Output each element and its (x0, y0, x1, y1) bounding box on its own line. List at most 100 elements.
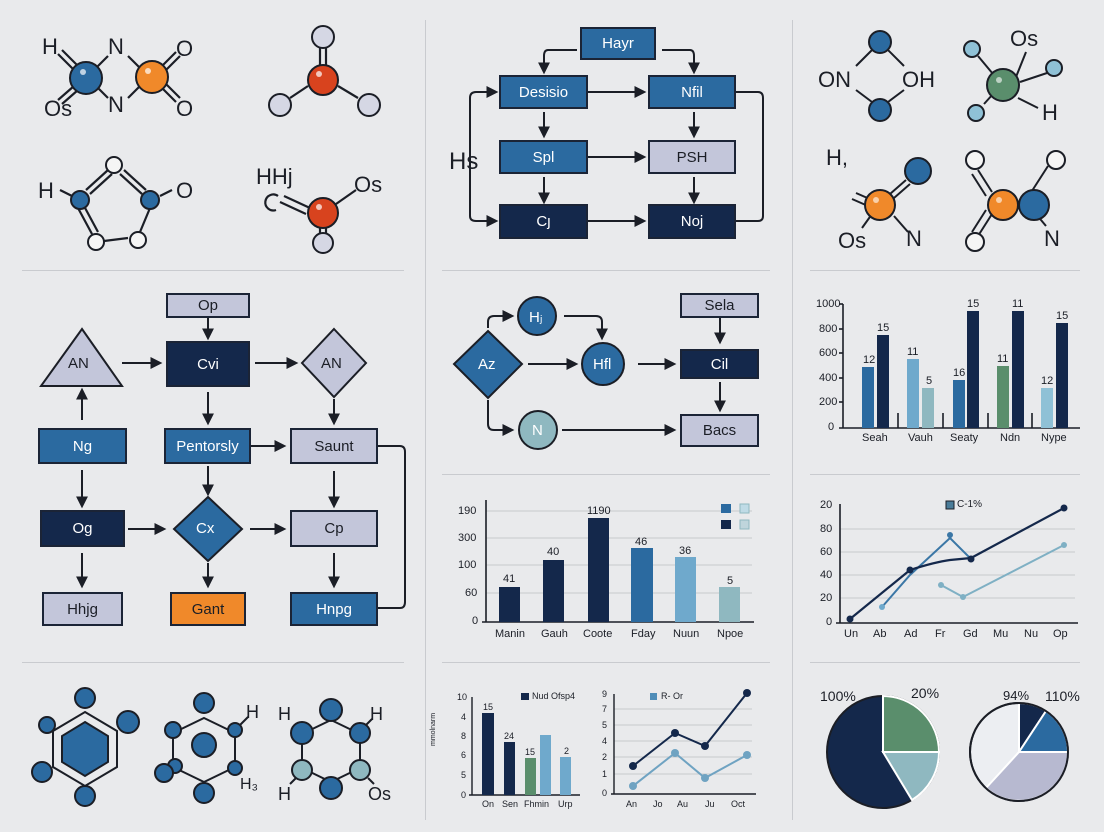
bar-value-label: 11 (1012, 298, 1024, 310)
flow-node-cvi[interactable]: Cvi (166, 341, 250, 387)
flow-node-nfil[interactable]: Nfil (648, 75, 736, 109)
atom-label: O (176, 96, 194, 121)
y-tick: 200 (819, 396, 838, 408)
flow-connectors-center (452, 296, 726, 450)
flow-node-ng[interactable]: Ng (38, 428, 127, 464)
flow-node-spl[interactable]: Spl (499, 140, 588, 174)
atom-label: H (246, 702, 259, 722)
flow-connectors-top (469, 49, 764, 227)
x-tick: Ju (705, 799, 715, 809)
divider-h-left-2 (22, 662, 404, 663)
atom-label: H (42, 34, 58, 59)
x-tick: Sen (502, 799, 519, 809)
flow-node-gant[interactable]: Gant (170, 592, 246, 626)
flow-node-hj[interactable]: Hⱼ (529, 309, 543, 326)
y-tick: 0 (472, 615, 479, 627)
x-tick: Seaty (950, 432, 979, 444)
bar-value-label: 5 (926, 375, 933, 387)
bar-value-label: 36 (679, 545, 692, 557)
y-tick: 1000 (816, 298, 841, 310)
x-tick: Un (844, 628, 859, 640)
bar-value-label: 46 (635, 536, 648, 548)
divider-vertical-right (792, 20, 793, 820)
flow-node-cil[interactable]: Cil (680, 349, 759, 379)
bar-value-label: 40 (547, 546, 560, 558)
bar-value-label: 2 (564, 746, 570, 756)
flow-node-n[interactable]: N (532, 422, 543, 439)
y-tick: 40 (820, 569, 833, 581)
flow-node-op[interactable]: Op (166, 293, 250, 318)
flow-node-sela[interactable]: Sela (680, 293, 759, 318)
flow-node-hayr[interactable]: Hayr (580, 27, 656, 60)
x-tick: Nype (1041, 432, 1067, 444)
x-tick: Urp (558, 799, 573, 809)
atom-label: H₃ (240, 776, 259, 793)
x-tick: Vauh (908, 432, 933, 444)
atom-label: N (906, 226, 922, 251)
y-tick: 20 (820, 499, 833, 511)
divider-h-left-1 (22, 270, 404, 271)
x-tick: Ab (873, 628, 887, 640)
divider-h-center-2 (442, 474, 770, 475)
y-tick: 4 (461, 712, 467, 722)
flow-node-og[interactable]: Og (40, 510, 125, 547)
bar-value-label: 11 (997, 353, 1009, 365)
x-tick: Npoe (717, 628, 744, 640)
flow-node-bacs[interactable]: Bacs (680, 414, 759, 447)
bar-value-label: 12 (1041, 375, 1054, 387)
flow-node-hhjg[interactable]: Hhjg (42, 592, 123, 626)
flow-node-az[interactable]: Az (478, 356, 496, 373)
bar-value-label: 12 (863, 354, 876, 366)
bar-value-label: 15 (483, 702, 494, 712)
y-tick: 2 (602, 752, 608, 762)
x-tick: Mu (993, 628, 1009, 640)
flow-node-psh[interactable]: PSH (648, 140, 736, 174)
y-tick: 400 (819, 372, 838, 384)
bar-value-label: 15 (525, 747, 536, 757)
pie-label: 20% (911, 685, 940, 701)
y-tick: 1 (602, 769, 608, 779)
y-tick: 80 (820, 523, 833, 535)
bar-value-label: 5 (727, 575, 734, 587)
flow-node-hnpg[interactable]: Hnpg (290, 592, 378, 626)
divider-h-center-1 (442, 270, 770, 271)
y-tick: 300 (458, 532, 477, 544)
bar-value-label: 1190 (587, 505, 611, 517)
x-tick: Fr (935, 628, 946, 640)
x-tick: On (482, 799, 495, 809)
flow-node-hfl[interactable]: Hfl (593, 356, 612, 373)
flow-node-cp[interactable]: Cp (290, 510, 378, 547)
bar-value-label: 11 (907, 346, 919, 358)
flow-node-saunt[interactable]: Saunt (290, 428, 378, 464)
flow-node-an-diamond[interactable]: AN (321, 355, 342, 372)
x-tick: An (626, 799, 638, 809)
legend-label: C-1% (957, 499, 983, 510)
flow-node-pentorsly[interactable]: Pentorsly (164, 428, 251, 464)
divider-h-center-3 (442, 662, 770, 663)
small-bar-chart (469, 693, 580, 796)
x-tick: Manin (495, 628, 525, 640)
x-tick: Ad (904, 628, 918, 640)
x-tick: Op (1053, 628, 1068, 640)
atom-label: Os (838, 228, 867, 253)
atom-label: ON (818, 67, 851, 92)
x-tick: Fhmin (524, 799, 550, 809)
bar-value-label: 16 (953, 367, 966, 379)
x-tick: Coote (583, 628, 613, 640)
flow-node-desisio[interactable]: Desisio (499, 75, 588, 109)
bar-value-label: 15 (1056, 310, 1069, 322)
y-tick: 0 (828, 421, 835, 433)
pie-label: 100% (820, 688, 856, 704)
y-tick: 0 (602, 788, 608, 798)
flow-node-cx[interactable]: Cx (196, 520, 215, 537)
atom-label: O (176, 36, 194, 61)
y-tick: 7 (602, 704, 608, 714)
y-tick: 0 (461, 790, 467, 800)
atom-label: H (38, 178, 54, 203)
bar-value-label: 15 (967, 298, 980, 310)
flow-node-an-triangle[interactable]: AN (68, 355, 89, 372)
y-tick: 60 (465, 587, 478, 599)
flow-node-noj[interactable]: Noj (648, 204, 736, 239)
flow-node-cj[interactable]: Cȷ (499, 204, 588, 239)
